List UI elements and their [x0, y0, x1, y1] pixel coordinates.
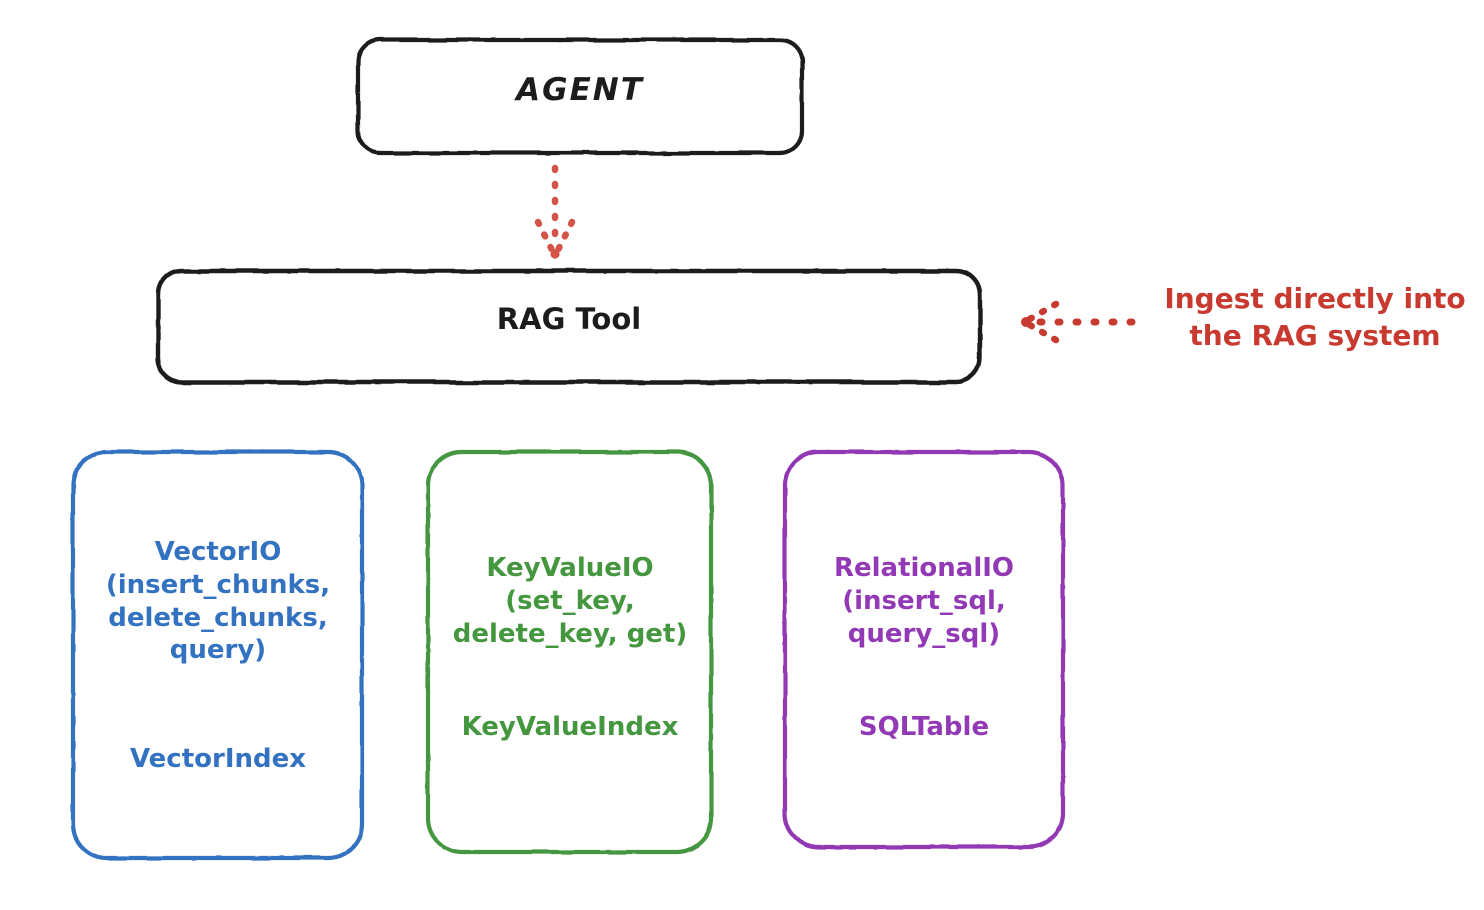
sql-table-label: SQLTable — [858, 712, 990, 742]
key-value-index-label: KeyValueIndex — [461, 712, 679, 742]
key-value-io-box[interactable] — [425, 449, 714, 855]
vector-index-label: VectorIndex — [129, 744, 307, 774]
vector-io-box[interactable] — [70, 449, 365, 861]
relational-io-box[interactable] — [782, 449, 1066, 850]
agent-to-ragtool-arrow — [534, 164, 576, 259]
ingest-annotation: Ingest directly into the RAG system — [1164, 282, 1466, 352]
vector-io-title: VectorIO (insert_chunks, delete_chunks, … — [105, 537, 331, 666]
ingest-arrow — [1021, 300, 1136, 344]
key-value-io-title: KeyValueIO (set_key, delete_key, get) — [452, 553, 688, 649]
agent-box[interactable] — [355, 37, 805, 156]
rag-tool-box[interactable] — [155, 268, 983, 385]
relational-io-title: RelationalIO (insert_sql, query_sql) — [833, 553, 1015, 649]
